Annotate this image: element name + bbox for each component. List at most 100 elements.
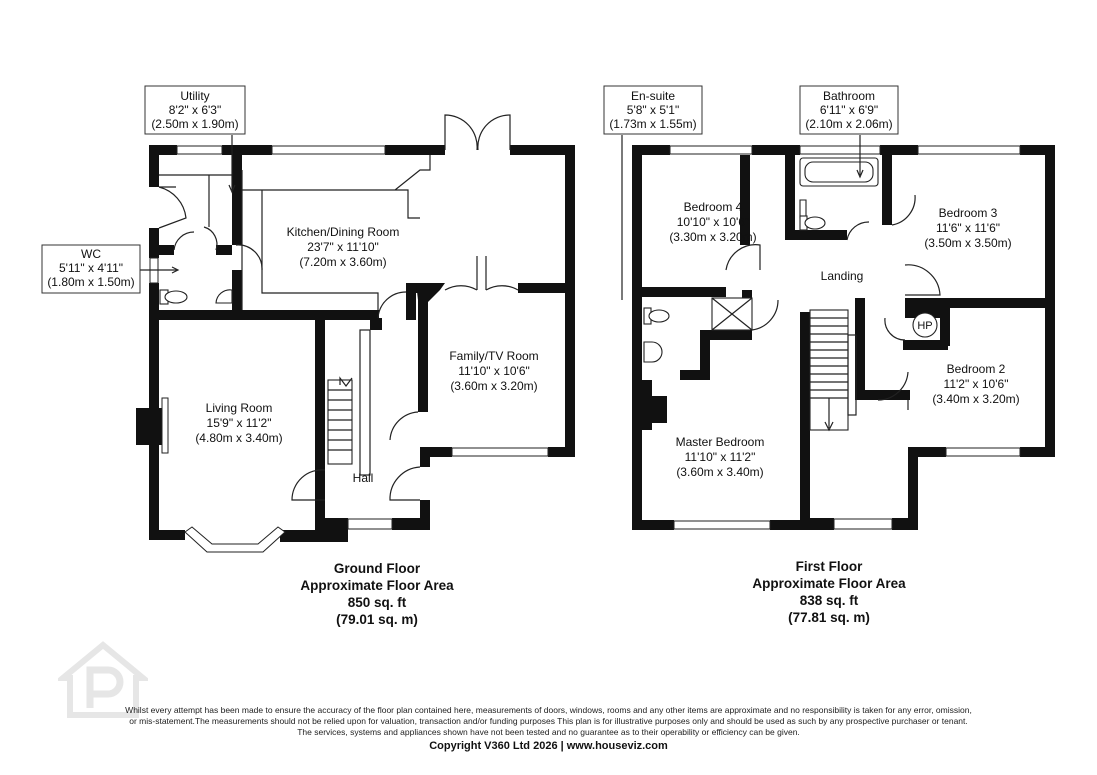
bedroom3-imperial: 11'6" x 11'6" <box>936 221 1000 235</box>
utility-leader-arrow <box>228 184 236 194</box>
door-swing <box>377 291 407 319</box>
toilet-bowl <box>804 216 826 230</box>
kitchen-units <box>241 155 431 310</box>
wall <box>808 518 834 530</box>
hp-label: HP <box>917 320 932 332</box>
window <box>673 520 771 530</box>
utility-imperial: 8'2" x 6'3" <box>169 103 221 117</box>
wc-imperial: 5'11" x 4'11" <box>59 261 123 275</box>
wall <box>315 310 325 532</box>
door-swing <box>173 231 195 251</box>
window <box>176 145 223 155</box>
stair-treads <box>810 317 848 399</box>
wall <box>385 145 445 155</box>
door-swing <box>203 226 218 251</box>
wall <box>418 300 428 412</box>
wall <box>149 228 159 258</box>
bedroom4-name: Bedroom 4 <box>684 200 743 214</box>
window <box>799 145 881 155</box>
first-floor-area-sqm: (77.81 sq. m) <box>788 610 870 625</box>
wall <box>795 230 847 240</box>
bedroom2-name: Bedroom 2 <box>947 362 1006 376</box>
door-swing <box>884 317 906 341</box>
wall <box>406 283 416 320</box>
bedroom4-metric: (3.30m x 3.20m) <box>669 230 756 244</box>
wall <box>149 145 177 155</box>
ground-floor-area-sqm: (79.01 sq. m) <box>336 612 418 627</box>
utility-name: Utility <box>180 89 209 103</box>
hot-press-circle <box>912 312 938 338</box>
chimney-breast <box>645 396 667 423</box>
door-swing <box>444 285 478 291</box>
utility-units <box>159 174 232 227</box>
property-logo-icon <box>58 641 148 718</box>
bay-window <box>184 526 286 553</box>
wall <box>855 298 865 390</box>
ground-floor-title: Ground Floor <box>334 561 421 576</box>
bedroom4-imperial: 10'10" x 10'6" <box>677 215 750 229</box>
kitchen-name: Kitchen/Dining Room <box>287 225 400 239</box>
bathroom-imperial: 6'11" x 6'9" <box>820 103 878 117</box>
fireplace <box>136 408 162 445</box>
toilet-bowl <box>164 290 188 304</box>
wall <box>159 245 174 255</box>
window <box>347 518 393 530</box>
wall <box>1020 145 1055 155</box>
wall <box>1020 447 1055 457</box>
wall <box>855 390 910 400</box>
first-floor-title: First Floor <box>796 559 863 574</box>
ensuite-metric: (1.73m x 1.55m) <box>609 117 696 131</box>
back-door <box>158 186 187 229</box>
door-swing <box>904 264 941 296</box>
disclaimer-line-2: or mis-statement.The measurements should… <box>129 716 968 726</box>
bedroom2-metric: (3.40m x 3.20m) <box>932 392 1019 406</box>
wall <box>632 145 670 155</box>
door-swing <box>235 244 263 271</box>
wall <box>306 530 348 542</box>
wall <box>882 155 892 225</box>
wall <box>232 155 242 245</box>
kitchen-metric: (7.20m x 3.60m) <box>299 255 386 269</box>
master-name: Master Bedroom <box>676 435 765 449</box>
bedroom2-imperial: 11'2" x 10'6" <box>944 377 1009 391</box>
bathtub-basin <box>804 161 874 183</box>
wall <box>149 145 159 187</box>
front-door <box>389 466 421 501</box>
wall <box>416 283 445 305</box>
wall <box>700 330 752 340</box>
ensuite-imperial: 5'8" x 5'1" <box>627 103 679 117</box>
ensuite-name: En-suite <box>631 89 675 103</box>
door-swing <box>725 244 761 271</box>
stair-rail <box>359 329 371 476</box>
wall <box>680 370 710 380</box>
wc-callout <box>41 244 141 294</box>
wall <box>1045 145 1055 457</box>
door-swing <box>389 411 419 441</box>
wall <box>370 318 382 330</box>
ground-floor-area-sqft: 850 sq. ft <box>348 595 407 610</box>
door-swing <box>485 285 519 291</box>
ground-floor-area-label: Approximate Floor Area <box>300 578 454 593</box>
window <box>945 447 1021 457</box>
wall <box>770 520 808 530</box>
wall <box>752 145 800 155</box>
wall <box>232 270 242 315</box>
living-imperial: 15'9" x 11'2" <box>207 416 272 430</box>
wall <box>548 447 575 457</box>
disclaimer-line-1: Whilst every attempt has been made to en… <box>125 705 972 715</box>
toilet-bowl <box>648 309 670 323</box>
wall <box>880 145 918 155</box>
wc-sink <box>215 289 233 304</box>
stair-arrow <box>339 376 353 387</box>
utility-metric: (2.50m x 1.90m) <box>151 117 238 131</box>
window <box>669 145 753 155</box>
window <box>271 145 386 155</box>
bathroom-leader-arrow <box>856 169 864 179</box>
wall <box>518 283 565 293</box>
copyright: Copyright V360 Ltd 2026 | www.houseviz.c… <box>429 740 668 752</box>
wall <box>740 155 750 245</box>
wall <box>892 518 918 530</box>
wall <box>632 520 674 530</box>
wall <box>149 445 159 540</box>
wall <box>510 145 575 155</box>
